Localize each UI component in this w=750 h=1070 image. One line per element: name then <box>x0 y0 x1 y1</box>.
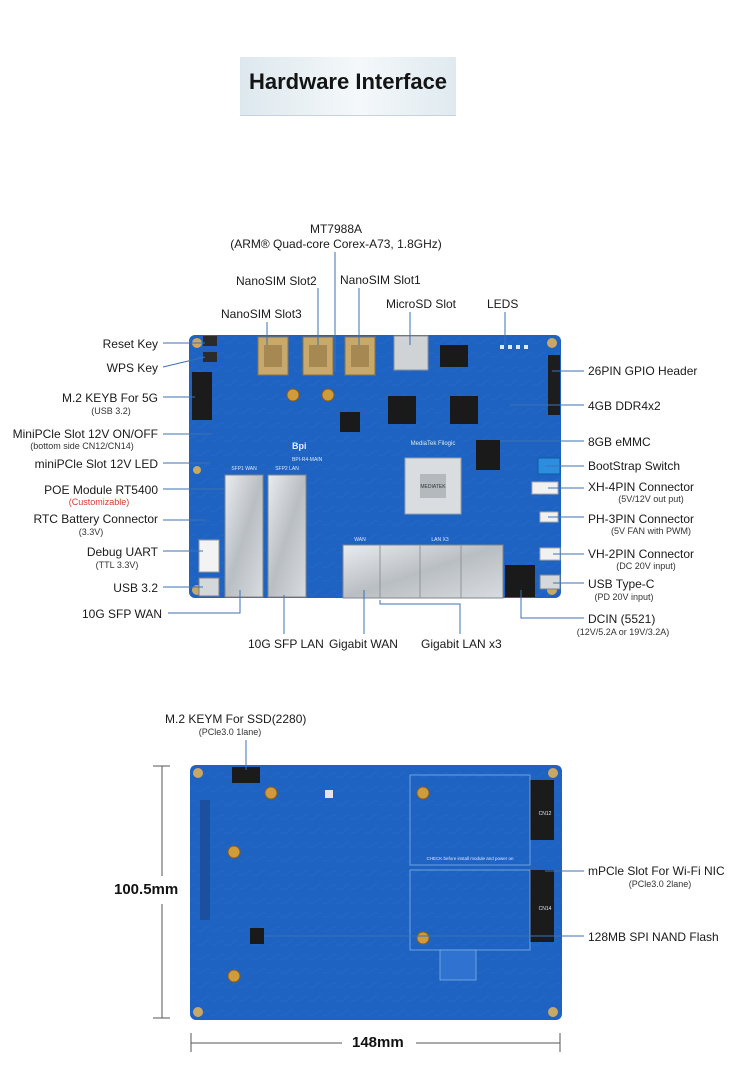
label-vh2-connector: VH-2PIN Connector <box>588 547 695 561</box>
soc-logo-text: MediaTek Filogic <box>411 441 456 447</box>
reset-key-icon <box>203 336 217 346</box>
rj45-block-icon <box>342 544 504 599</box>
microsd-slot-icon <box>393 335 429 371</box>
label-nanosim2: NanoSIM Slot2 <box>236 274 317 288</box>
label-minipcie-led: miniPCle Slot 12V LED <box>34 457 158 471</box>
sfp-lan-cage-icon <box>267 474 307 598</box>
label-nanosim1: NanoSIM Slot1 <box>340 273 421 287</box>
label-soc-sub: (ARM® Quad-core Corex-A73, 1.8GHz) <box>230 237 442 251</box>
label-usb-c: USB Type-C <box>588 577 655 591</box>
label-usb-c-sub: (PD 20V input) <box>594 592 654 602</box>
m2-keym-slot-icon <box>232 767 260 783</box>
dcin-icon <box>505 565 535 597</box>
lan-text: LAN X3 <box>431 537 448 543</box>
label-debug-uart: Debug UART <box>86 545 158 559</box>
m2-keyb-slot-icon <box>192 372 212 420</box>
label-spi-nand: 128MB SPI NAND Flash <box>588 930 719 944</box>
label-ph3-connector: PH-3PIN Connector <box>588 512 695 526</box>
back-cn14-text: CN14 <box>539 906 552 912</box>
label-reset-key: Reset Key <box>102 337 158 351</box>
wps-key-icon <box>203 352 217 362</box>
label-m2-keym-sub: (PCle3.0 1lane) <box>198 727 262 737</box>
sfp-wan-cage-icon <box>224 474 264 598</box>
mount-hole-icon <box>547 338 557 348</box>
label-rtc-battery: RTC Battery Connector <box>33 512 159 526</box>
bottom-leader-lines <box>245 740 584 937</box>
back-note-text: CHECK before install module and power on <box>426 856 514 861</box>
spi-nand-icon <box>250 928 264 944</box>
dimension-width: 148mm <box>352 1034 404 1051</box>
label-m2-keyb-sub: (USB 3.2) <box>91 406 131 416</box>
label-sfp-lan: 10G SFP LAN <box>248 637 324 651</box>
label-minipcie-switch: MiniPCle Slot 12V ON/OFF <box>12 427 158 441</box>
sfp1-text: SFP1 WAN <box>231 466 257 472</box>
label-rtc-battery-sub: (3.3V) <box>78 527 104 537</box>
sfp2-text: SFP2 LAN <box>275 466 299 472</box>
label-ddr: 4GB DDR4x2 <box>588 399 661 413</box>
label-xh4-connector: XH-4PIN Connector <box>588 480 695 494</box>
label-bootstrap-switch: BootStrap Switch <box>588 459 681 473</box>
top-leader-lines <box>162 252 584 634</box>
ddr-chip-icon <box>450 396 478 424</box>
bottom-board: CHECK before install module and power on… <box>190 765 562 1020</box>
label-mpcie-wifi: mPCle Slot For Wi-Fi NIC <box>588 864 725 878</box>
chip-text: MEDIATEK <box>420 484 446 490</box>
back-cn12-text: CN12 <box>539 811 552 817</box>
usb-c-icon <box>539 574 561 590</box>
label-gigabit-lan: Gigabit LAN x3 <box>421 637 502 651</box>
emmc-chip-icon <box>476 440 500 470</box>
label-m2-keym: M.2 KEYM For SSD(2280) <box>165 712 307 726</box>
label-nanosim3: NanoSIM Slot3 <box>221 307 302 321</box>
label-gigabit-wan: Gigabit WAN <box>329 637 398 651</box>
wan-text: WAN <box>354 537 366 543</box>
mpcie-slot-icon <box>530 870 554 942</box>
label-wps-key: WPS Key <box>106 361 158 375</box>
label-m2-keyb: M.2 KEYB For 5G <box>61 391 158 405</box>
antenna-connector-icon <box>321 388 335 402</box>
label-debug-uart-sub: (TTL 3.3V) <box>95 560 139 570</box>
label-mpcie-wifi-sub: (PCle3.0 2lane) <box>628 879 692 889</box>
brand-text: Bpi <box>292 441 307 451</box>
model-text: BPI-R4-MAIN <box>292 457 323 463</box>
page-title: Hardware Interface <box>248 69 448 94</box>
label-dcin-sub: (12V/5.2A or 19V/3.2A) <box>576 627 670 637</box>
label-usb32: USB 3.2 <box>113 581 158 595</box>
label-poe-module-sub: (Customizable) <box>68 497 130 507</box>
label-soc: MT7988A <box>309 222 363 236</box>
label-dcin: DCIN (5521) <box>588 612 656 626</box>
dimension-height: 100.5mm <box>114 881 179 898</box>
label-microsd: MicroSD Slot <box>386 297 457 311</box>
label-minipcie-switch-sub: (bottom side CN12/CN14) <box>30 441 134 451</box>
title-banner: Hardware Interface <box>240 57 456 116</box>
label-sfp-wan: 10G SFP WAN <box>81 607 162 621</box>
ddr-chip-icon <box>388 396 416 424</box>
label-ph3-sub: (5V FAN with PWM) <box>610 526 691 536</box>
label-xh4-sub: (5V/12V out put) <box>618 494 684 504</box>
gpio-header-icon <box>548 355 560 415</box>
label-gpio-header: 26PIN GPIO Header <box>588 364 698 378</box>
label-poe-module: POE Module RT5400 <box>44 483 158 497</box>
mpcie-slot-icon <box>530 780 554 840</box>
label-leds: LEDS <box>487 297 519 311</box>
top-board: MediaTek Filogic MEDIATEK Bpi BPI-R4-MAI… <box>189 335 561 599</box>
label-emmc: 8GB eMMC <box>588 435 651 449</box>
dimension-lines <box>153 765 561 1052</box>
antenna-connector-icon <box>286 388 300 402</box>
debug-uart-icon <box>198 539 220 573</box>
label-vh2-sub: (DC 20V input) <box>616 561 676 571</box>
